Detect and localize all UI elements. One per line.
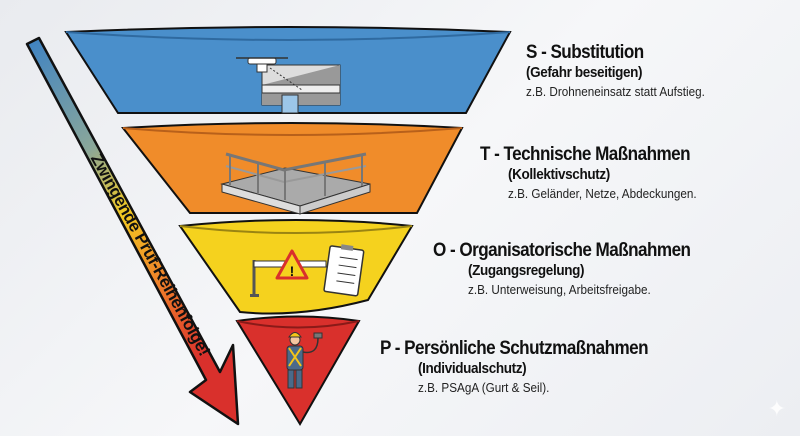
order-arrow: [25, 36, 240, 426]
level-title: P - Persönliche Schutzmaßnahmen: [380, 338, 649, 359]
level-subtitle: (Zugangsregelung): [468, 262, 585, 279]
funnel-level-substitution: [64, 26, 512, 114]
barrier-checklist-icon: !: [250, 244, 365, 297]
sparkle-icon: ✦: [767, 396, 786, 421]
level-text-substitution: S - Substitution (Gefahr beseitigen) z.B…: [526, 42, 725, 99]
level-subtitle: (Gefahr beseitigen): [526, 64, 643, 81]
level-title: T - Technische Maßnahmen: [480, 144, 691, 165]
harness-worker-icon: [286, 332, 323, 389]
drone-building-icon: [236, 57, 341, 114]
level-example: z.B. Drohneneinsatz statt Aufstieg.: [526, 84, 705, 99]
level-example: z.B. PSAgA (Gurt & Seil).: [418, 380, 550, 395]
level-subtitle: (Kollektivschutz): [508, 166, 610, 183]
level-subtitle: (Individualschutz): [418, 360, 527, 377]
level-text-persoenlich: P - Persönliche Schutzmaßnahmen (Individ…: [380, 338, 678, 395]
railing-icon: [220, 152, 371, 215]
level-example: z.B. Geländer, Netze, Abdeckungen.: [508, 186, 697, 201]
funnel-level-persoenlich: [235, 315, 361, 426]
funnel-level-technisch: [121, 122, 464, 215]
svg-text:!: !: [290, 263, 295, 279]
level-example: z.B. Unterweisung, Arbeitsfreigabe.: [468, 282, 651, 297]
level-text-technisch: T - Technische Maßnahmen (Kollektivschut…: [480, 144, 718, 201]
level-title: S - Substitution: [526, 42, 644, 63]
level-title: O - Organisatorische Maßnahmen: [433, 240, 691, 261]
level-text-organisatorisch: O - Organisatorische Maßnahmen (Zugangsr…: [433, 240, 719, 297]
funnel-level-organisatorisch: !: [178, 219, 414, 315]
